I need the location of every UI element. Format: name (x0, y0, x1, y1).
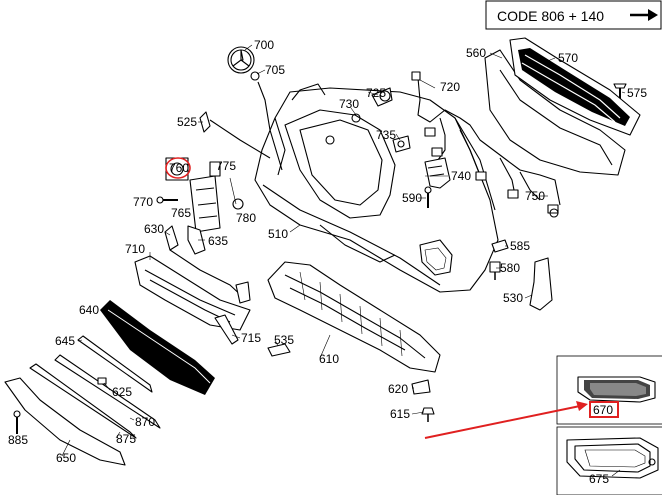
label-620: 620 (388, 382, 408, 396)
trim-675 (566, 437, 659, 479)
clip-535 (267, 343, 291, 357)
highlight-box-670 (589, 401, 619, 418)
label-740: 740 (451, 169, 471, 183)
code-box: CODE 806 + 140 (485, 0, 662, 30)
label-625: 625 (112, 385, 132, 399)
clip-625 (97, 377, 107, 385)
label-720: 720 (440, 80, 460, 94)
inset-panel (556, 355, 662, 495)
screw-885 (13, 410, 21, 434)
label-780: 780 (236, 211, 256, 225)
highlight-ring-760 (165, 157, 191, 179)
grille-670 (577, 376, 656, 403)
emblem-700 (227, 46, 260, 81)
label-735: 735 (376, 128, 396, 142)
label-765: 765 (171, 206, 191, 220)
label-560: 560 (466, 46, 486, 60)
label-535: 535 (274, 333, 294, 347)
label-670: 670 (593, 403, 613, 417)
label-510: 510 (268, 227, 288, 241)
label-650: 650 (56, 451, 76, 465)
bumper-cover-510 (254, 83, 499, 293)
label-615: 615 (390, 407, 410, 421)
label-640: 640 (79, 303, 99, 317)
trim-strip-870 (29, 354, 161, 439)
label-750: 750 (525, 189, 545, 203)
label-675: 675 (589, 472, 609, 486)
energy-absorber-610 (267, 261, 441, 373)
label-725: 725 (366, 86, 386, 100)
label-705: 705 (265, 63, 285, 77)
label-870: 870 (135, 415, 155, 429)
lower-grille-640 (100, 255, 251, 395)
label-630: 630 (144, 222, 164, 236)
clip-585 (491, 239, 509, 253)
highlight-arrow (424, 401, 588, 439)
right-arrow-icon (630, 9, 658, 21)
wiring-harness-720 (411, 71, 561, 218)
clip-525 (199, 111, 271, 159)
label-875: 875 (116, 432, 136, 446)
label-610: 610 (319, 352, 339, 366)
label-715: 715 (241, 331, 261, 345)
label-730: 730 (339, 97, 359, 111)
bracket-530 (529, 257, 553, 311)
label-775: 775 (216, 159, 236, 173)
label-530: 530 (503, 291, 523, 305)
side-bracket-630 (164, 225, 251, 304)
label-700: 700 (254, 38, 274, 52)
label-710: 710 (125, 242, 145, 256)
label-575: 575 (627, 86, 647, 100)
label-570: 570 (558, 51, 578, 65)
label-770: 770 (133, 195, 153, 209)
label-580: 580 (500, 261, 520, 275)
trim-strip-645 (77, 335, 153, 393)
label-760: 760 (169, 161, 189, 175)
code-text: CODE 806 + 140 (497, 8, 604, 24)
label-885: 885 (8, 433, 28, 447)
trim-650 (4, 377, 126, 466)
leader-lines (61, 44, 626, 477)
sensor-group (351, 87, 411, 153)
clip-580 (489, 261, 501, 280)
trim-715 (214, 314, 239, 345)
label-635: 635 (208, 234, 228, 248)
clip-620 (411, 379, 431, 395)
label-525: 525 (177, 115, 197, 129)
bracket-740 (424, 157, 451, 208)
bolt-615 (421, 407, 435, 422)
upper-grille-570 (484, 37, 641, 176)
label-645: 645 (55, 334, 75, 348)
label-590: 590 (402, 191, 422, 205)
part-labels: 700 705 725 730 720 735 560 570 575 525 … (8, 38, 647, 486)
label-585: 585 (510, 239, 530, 253)
